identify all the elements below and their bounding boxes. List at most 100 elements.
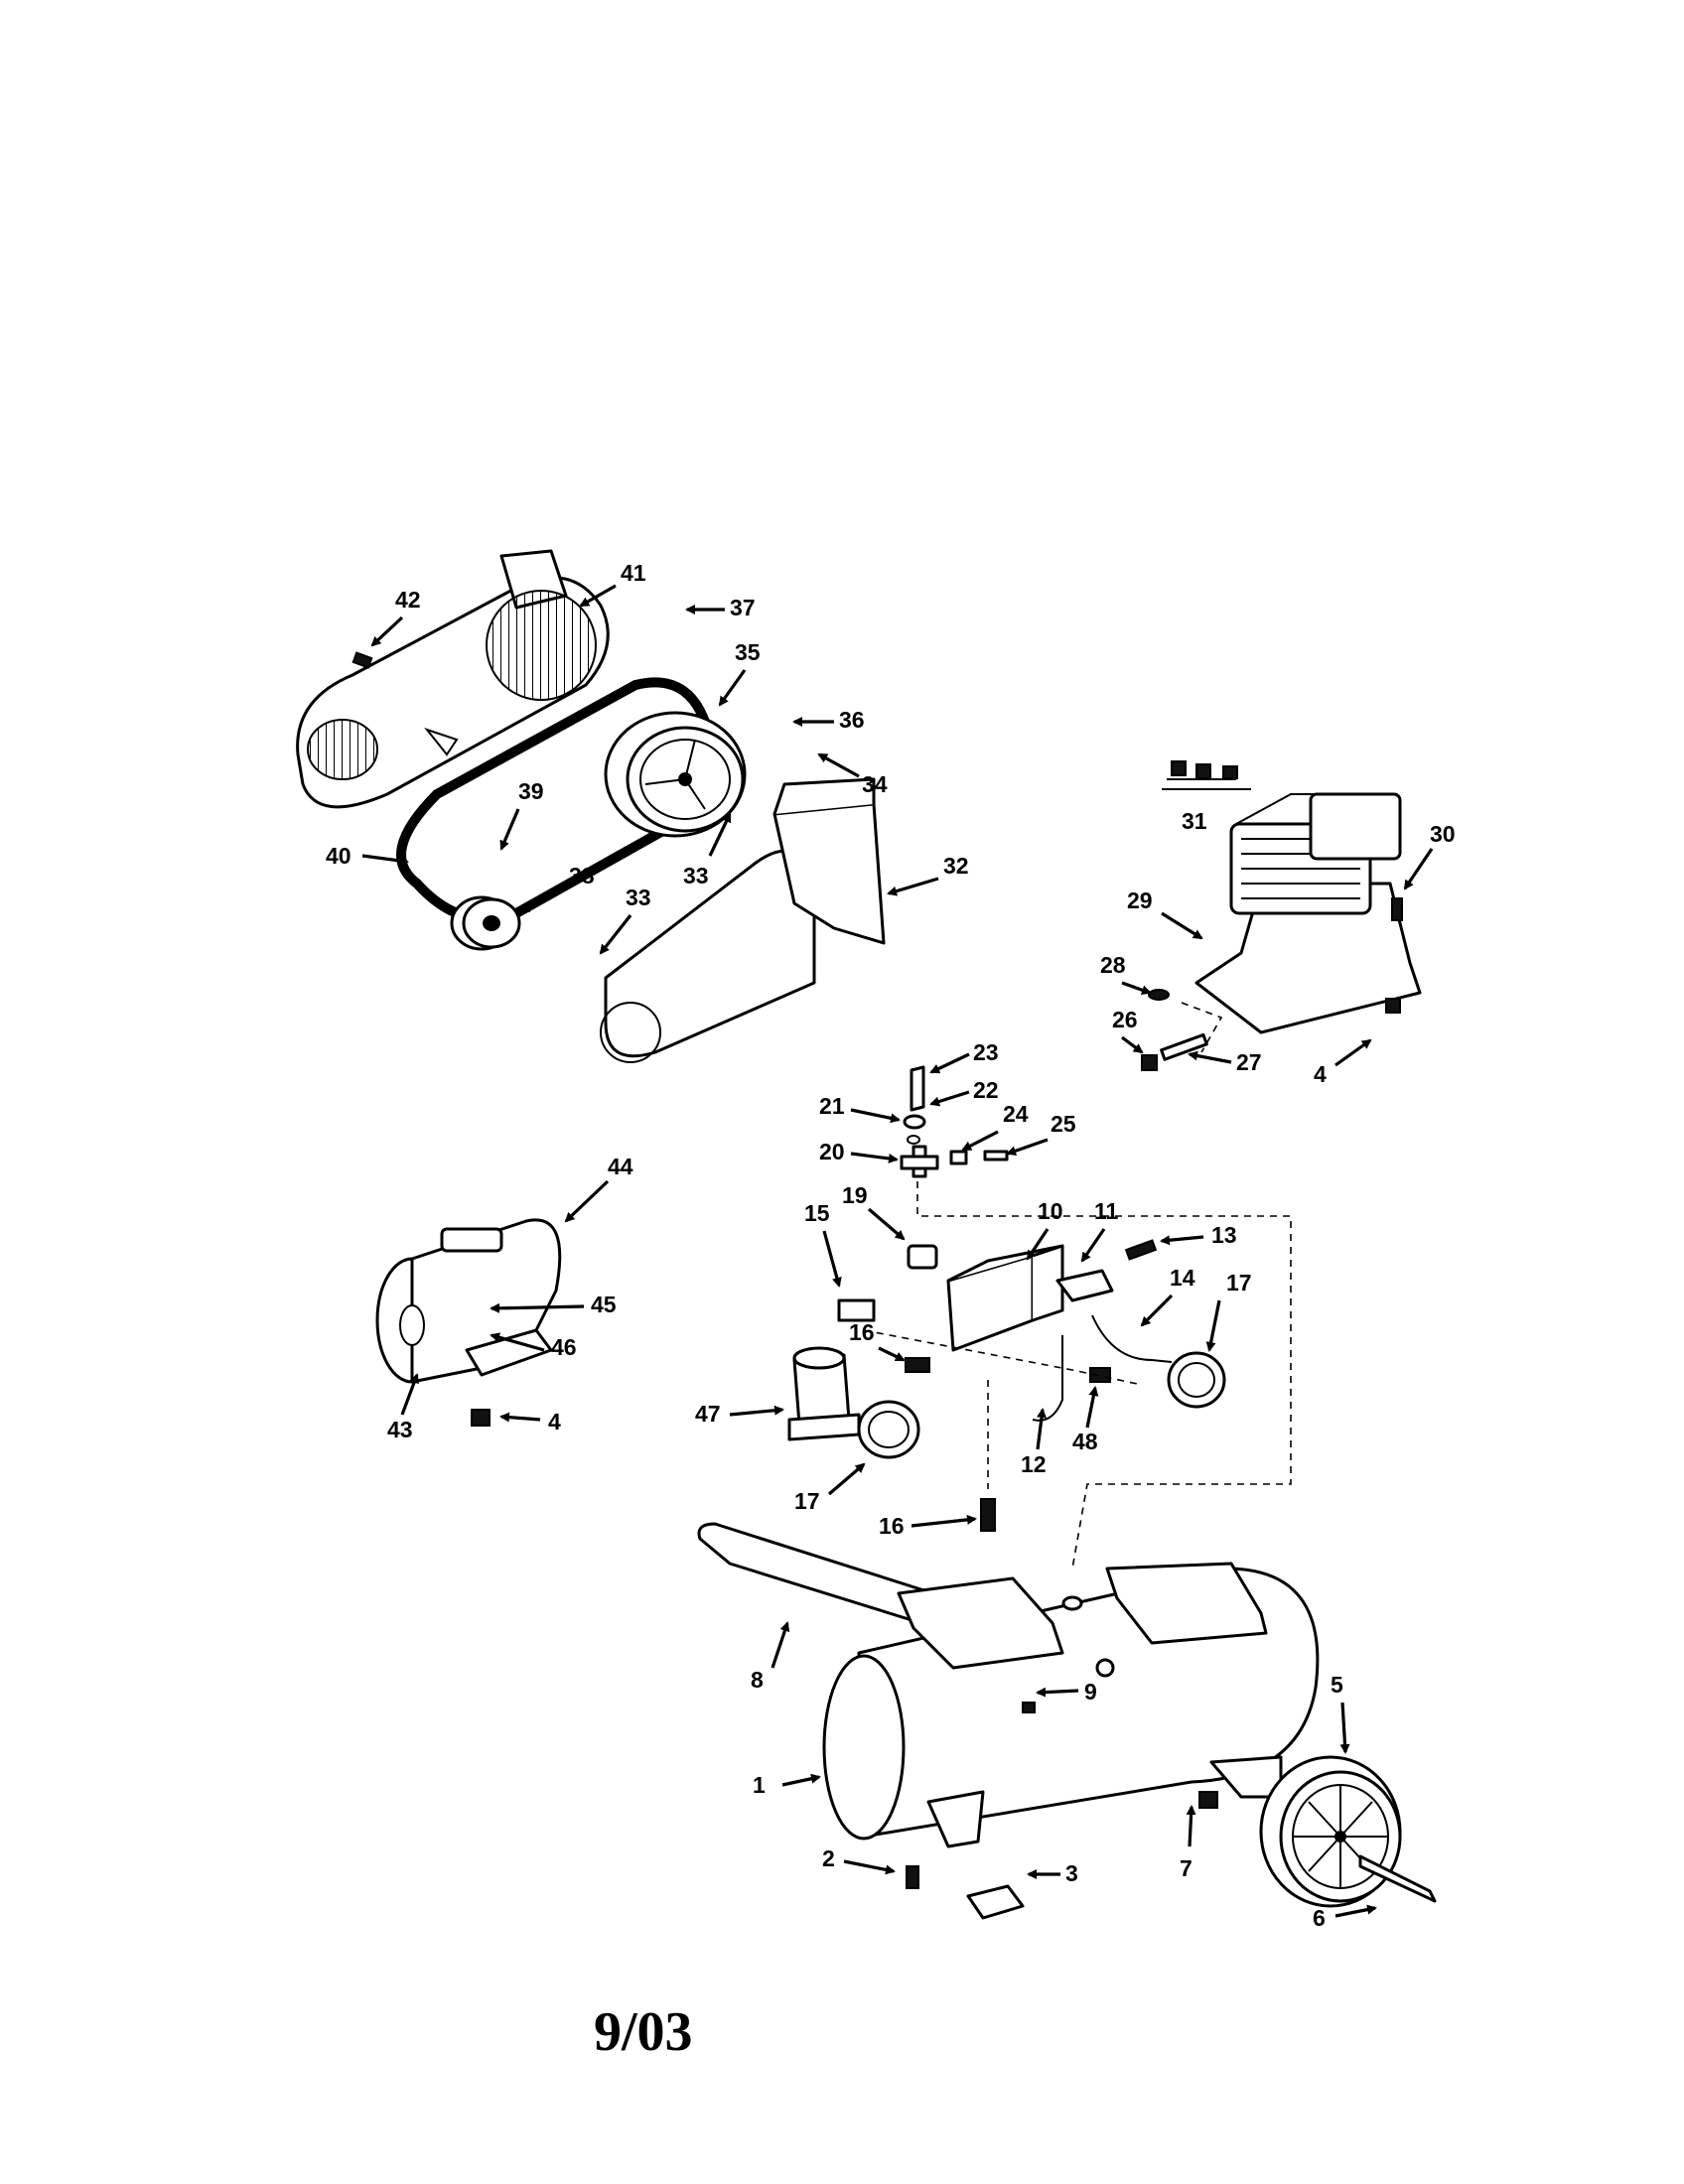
callout-11: 11	[1080, 1198, 1119, 1263]
callout-33-top: 33	[683, 812, 732, 888]
callout-23: 23	[929, 1039, 999, 1074]
regulator	[787, 1346, 861, 1441]
svg-text:33: 33	[683, 863, 709, 888]
svg-text:13: 13	[1211, 1222, 1237, 1248]
svg-text:45: 45	[591, 1292, 617, 1317]
callout-6: 6	[1313, 1904, 1377, 1931]
callout-17-right: 17	[1205, 1270, 1252, 1352]
callout-8: 8	[751, 1621, 790, 1693]
callout-5: 5	[1331, 1672, 1350, 1754]
belt-guard-back	[600, 777, 886, 1063]
svg-text:21: 21	[819, 1093, 845, 1119]
motor-nut	[471, 1409, 491, 1427]
svg-text:25: 25	[1051, 1111, 1076, 1137]
callout-16-bottom: 16	[879, 1513, 977, 1539]
svg-text:40: 40	[326, 843, 351, 869]
svg-text:5: 5	[1331, 1672, 1343, 1698]
callout-4-motor: 4	[499, 1409, 561, 1434]
callout-47: 47	[695, 1401, 784, 1427]
callout-15: 15	[804, 1200, 842, 1288]
callout-34: 34	[817, 752, 888, 797]
callout-14: 14	[1140, 1265, 1195, 1327]
svg-text:29: 29	[1127, 887, 1153, 913]
svg-text:20: 20	[819, 1139, 845, 1164]
svg-text:35: 35	[735, 639, 761, 665]
callout-13: 13	[1160, 1222, 1237, 1248]
svg-text:30: 30	[1430, 821, 1456, 847]
callout-48: 48	[1072, 1386, 1099, 1454]
callout-12: 12	[1021, 1408, 1047, 1477]
callout-45: 45	[490, 1292, 617, 1317]
svg-text:42: 42	[395, 587, 421, 613]
callout-20: 20	[819, 1139, 899, 1164]
svg-text:23: 23	[973, 1039, 999, 1065]
callout-31: 31	[1162, 788, 1251, 834]
svg-text:27: 27	[1236, 1049, 1262, 1075]
svg-text:38: 38	[569, 863, 595, 888]
callout-1: 1	[753, 1772, 821, 1798]
callout-10: 10	[1026, 1198, 1063, 1261]
callout-40: 40	[326, 843, 409, 869]
svg-text:7: 7	[1180, 1855, 1193, 1881]
svg-text:44: 44	[608, 1154, 633, 1179]
svg-text:36: 36	[839, 707, 865, 733]
callout-37: 37	[685, 595, 756, 620]
svg-text:22: 22	[973, 1077, 999, 1103]
pressure-switch	[946, 1244, 1173, 1422]
svg-text:34: 34	[862, 771, 888, 797]
svg-text:17: 17	[794, 1488, 820, 1514]
svg-text:24: 24	[1003, 1101, 1029, 1127]
svg-text:17: 17	[1226, 1270, 1252, 1296]
callout-24: 24	[961, 1101, 1029, 1152]
callout-35: 35	[718, 639, 761, 707]
svg-text:10: 10	[1038, 1198, 1063, 1224]
callout-44: 44	[564, 1154, 633, 1223]
svg-text:2: 2	[822, 1845, 835, 1871]
callout-39: 39	[499, 778, 544, 851]
callout-7: 7	[1180, 1805, 1196, 1881]
callout-43: 43	[387, 1373, 419, 1442]
svg-text:31: 31	[1182, 808, 1207, 834]
callout-26: 26	[1112, 1007, 1144, 1054]
callout-22: 22	[929, 1077, 999, 1107]
svg-text:32: 32	[943, 853, 969, 879]
callout-28: 28	[1100, 952, 1152, 996]
callout-21: 21	[819, 1093, 901, 1124]
svg-text:12: 12	[1021, 1451, 1047, 1477]
svg-text:37: 37	[730, 595, 756, 620]
svg-text:14: 14	[1170, 1265, 1195, 1291]
svg-text:3: 3	[1065, 1860, 1078, 1886]
air-tank	[697, 1522, 1320, 1920]
callout-41: 41	[579, 560, 646, 608]
svg-text:43: 43	[387, 1417, 413, 1442]
svg-text:41: 41	[621, 560, 646, 586]
callout-25: 25	[1006, 1111, 1076, 1157]
svg-text:39: 39	[518, 778, 544, 804]
svg-text:48: 48	[1072, 1429, 1098, 1454]
callout-9: 9	[1036, 1679, 1097, 1705]
callout-36: 36	[792, 707, 865, 733]
date-code: 9/03	[594, 2001, 693, 2063]
valve-fittings	[837, 1065, 1292, 1570]
flywheel	[604, 711, 747, 838]
svg-text:6: 6	[1313, 1905, 1326, 1931]
callout-19: 19	[842, 1182, 906, 1241]
callout-27: 27	[1188, 1049, 1262, 1075]
svg-text:15: 15	[804, 1200, 830, 1226]
callout-16-top: 16	[849, 1319, 906, 1362]
callout-46: 46	[490, 1332, 577, 1360]
pump-fittings	[1167, 760, 1238, 780]
svg-text:16: 16	[879, 1513, 905, 1539]
svg-text:16: 16	[849, 1319, 875, 1345]
svg-text:33: 33	[626, 885, 651, 910]
callout-30: 30	[1403, 821, 1456, 890]
svg-text:19: 19	[842, 1182, 868, 1208]
callout-33-bottom: 33	[599, 885, 651, 955]
svg-text:28: 28	[1100, 952, 1126, 978]
svg-text:9: 9	[1084, 1679, 1097, 1705]
motor-pulley	[450, 895, 521, 951]
wheel	[1259, 1755, 1437, 1908]
svg-text:11: 11	[1094, 1198, 1119, 1224]
pump-hardware	[1141, 897, 1403, 1071]
